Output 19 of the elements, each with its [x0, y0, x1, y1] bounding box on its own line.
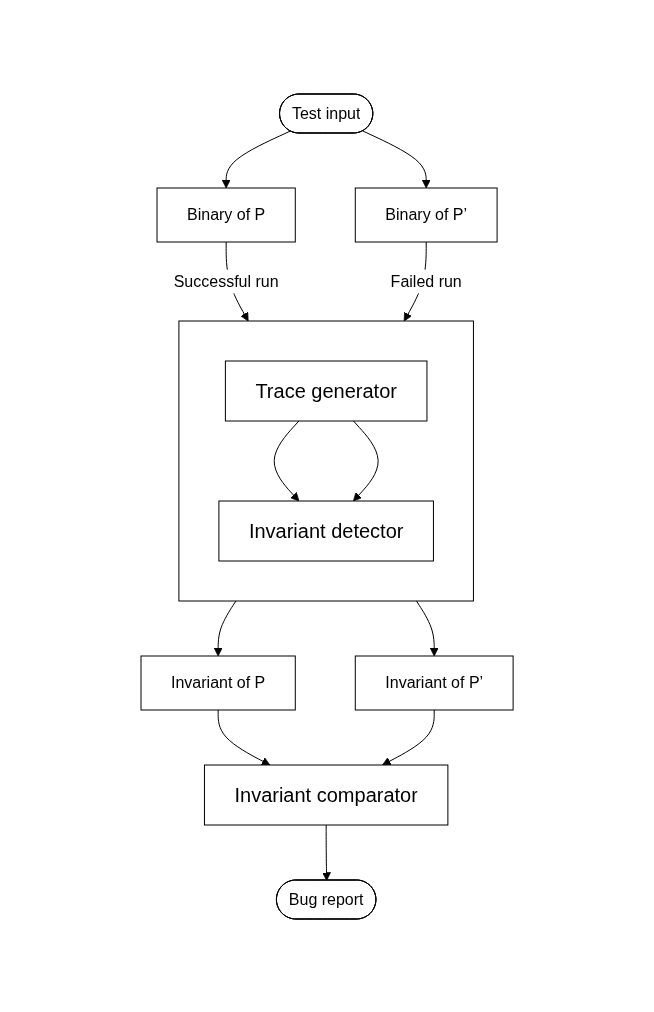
- arrow: [352, 420, 379, 501]
- arrow: [382, 709, 435, 765]
- node-box: Invariant of P: [140, 655, 296, 710]
- node-box: Trace generator: [224, 360, 428, 421]
- arrow: [217, 709, 271, 765]
- node-box: Invariant comparator: [203, 764, 449, 825]
- arrow: [213, 600, 237, 656]
- edge-label: Failed run: [390, 272, 462, 289]
- edge-label: Successful run: [173, 272, 279, 289]
- node-box: Binary of P’: [354, 187, 498, 242]
- arrow: [221, 130, 291, 188]
- arrow: [322, 824, 331, 881]
- node-box: Invariant of P’: [354, 655, 514, 710]
- arrow: [415, 600, 439, 656]
- node-box: Invariant detector: [218, 500, 434, 561]
- node-box: Binary of P: [156, 187, 296, 242]
- arrow: [273, 420, 300, 501]
- arrow: [362, 130, 431, 188]
- cluster: [178, 320, 474, 601]
